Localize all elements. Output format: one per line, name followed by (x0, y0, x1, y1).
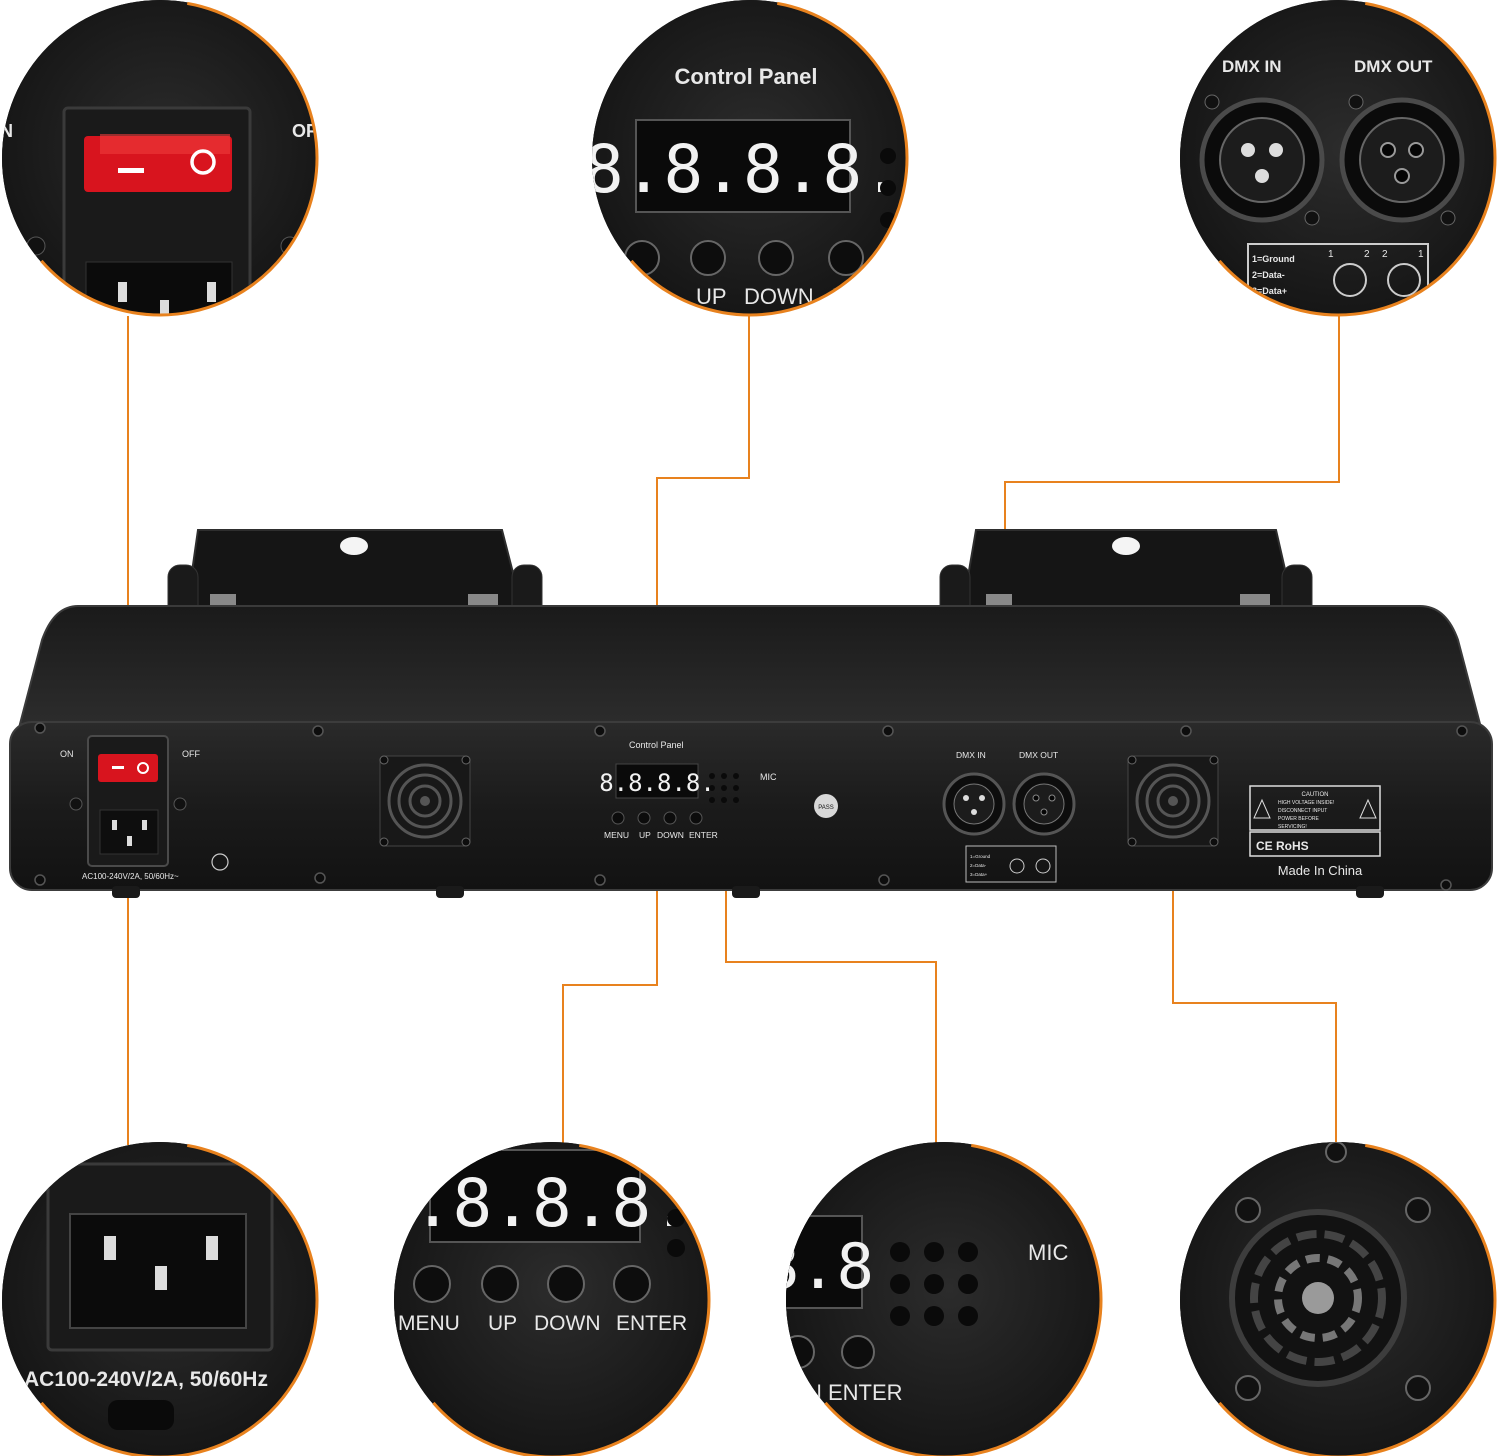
mic-label: MIC (760, 772, 777, 782)
svg-text:1=Ground: 1=Ground (1252, 254, 1295, 264)
svg-text:N: N (0, 121, 13, 141)
svg-text:DOWN: DOWN (534, 1312, 601, 1335)
svg-text:CAUTION: CAUTION (1302, 792, 1329, 798)
switch-off-label: OFF (182, 749, 200, 759)
switch-on-label: ON (60, 749, 74, 759)
dmx-ports: DMX IN DMX OUT 1=Ground 2=Data- 3=Data+ (942, 750, 1076, 883)
svg-text:POWER BEFORE: POWER BEFORE (1278, 816, 1320, 822)
svg-text:UP: UP (696, 284, 727, 309)
laser-fixture: ON OFF AC100-240V/2A, 50/60Hz~ Control P… (9, 529, 1493, 898)
svg-text:2=Data-: 2=Data- (1252, 270, 1285, 280)
svg-text:DMX IN: DMX IN (1222, 57, 1282, 76)
svg-text:2: 2 (1364, 249, 1370, 260)
cert-marks: CE RoHS (1256, 839, 1309, 853)
svg-text:N ENTER: N ENTER (806, 1380, 903, 1405)
svg-text:PASS: PASS (818, 805, 834, 811)
down-button[interactable] (663, 811, 677, 825)
callout-mic-closeup: 8.8 MIC N ENTER (762, 1141, 1103, 1456)
svg-text:2: 2 (1382, 249, 1388, 260)
up-label: UP (639, 830, 651, 840)
led-display-digits: 8.8.8.8. (599, 769, 715, 797)
svg-text:3=Data+: 3=Data+ (970, 872, 988, 877)
pass-sticker (814, 794, 838, 818)
control-panel-label: Control Panel (629, 740, 684, 750)
callout-buttons-closeup: 8.8.8.8. MENU UP DOWN ENTER (373, 1141, 711, 1456)
svg-text:1: 1 (1328, 249, 1334, 260)
svg-text:1=Ground: 1=Ground (970, 854, 991, 859)
callout-power-inlet-closeup: AC100-240V/2A, 50/60Hz (1, 1141, 319, 1456)
svg-text:MENU: MENU (398, 1312, 460, 1335)
cooling-fan-left (379, 755, 471, 847)
iec-inlet (99, 809, 159, 855)
svg-text:DISCONNECT INPUT: DISCONNECT INPUT (1278, 808, 1327, 814)
menu-label: MENU (604, 830, 629, 840)
enter-label: ENTER (689, 830, 718, 840)
svg-text:Control Panel: Control Panel (674, 64, 817, 89)
svg-text:U: U (640, 284, 656, 309)
cooling-fan-right (1127, 755, 1219, 847)
svg-text:2=Data-: 2=Data- (970, 863, 987, 868)
enter-button[interactable] (689, 811, 703, 825)
up-button[interactable] (637, 811, 651, 825)
mic-label-closeup: MIC (1028, 1240, 1068, 1265)
made-in-label: Made In China (1278, 863, 1363, 878)
svg-text:ENTER: ENTER (616, 1312, 687, 1335)
mic-grille (709, 773, 739, 803)
power-rating-label: AC100-240V/2A, 50/60Hz~ (82, 872, 179, 881)
svg-text:1: 1 (1418, 249, 1424, 260)
dmx-out-label: DMX OUT (1019, 750, 1058, 760)
svg-text:UP: UP (488, 1312, 517, 1335)
svg-text:SERVICING!: SERVICING! (1278, 824, 1307, 830)
svg-text:OF: OF (292, 121, 317, 141)
svg-text:3=Data+: 3=Data+ (1252, 286, 1287, 296)
power-module: ON OFF AC100-240V/2A, 50/60Hz~ (60, 735, 229, 881)
svg-text:8.8: 8.8 (762, 1230, 874, 1303)
led-display (615, 763, 699, 799)
caution-label: CAUTION HIGH VOLTAGE INSIDE! DISCONNECT … (1249, 785, 1381, 878)
control-panel: Control Panel 8.8.8.8. MENU UP DOWN ENTE… (599, 740, 838, 840)
callout-dmx-closeup: DMX IN DMX OUT 1=Ground 2=Data- 3=Data+ … (1179, 0, 1497, 317)
callout-switch-closeup: N OF (0, 0, 319, 317)
svg-text:DMX OUT: DMX OUT (1354, 57, 1433, 76)
rocker-switch[interactable] (98, 754, 158, 782)
menu-button[interactable] (611, 811, 625, 825)
svg-text:8.8.8.8.: 8.8.8.8. (373, 1165, 691, 1242)
dmx-in-label: DMX IN (956, 750, 986, 760)
down-label: DOWN (657, 830, 684, 840)
callout-control-panel-closeup: Control Panel 8.8.8.8. U UP DOWN E (584, 0, 909, 317)
svg-text:8.8.8.8.: 8.8.8.8. (584, 131, 902, 208)
power-rating-closeup: AC100-240V/2A, 50/60Hz (24, 1368, 268, 1391)
svg-text:HIGH VOLTAGE INSIDE!: HIGH VOLTAGE INSIDE! (1278, 800, 1334, 806)
callout-fan-closeup (1179, 1141, 1497, 1456)
